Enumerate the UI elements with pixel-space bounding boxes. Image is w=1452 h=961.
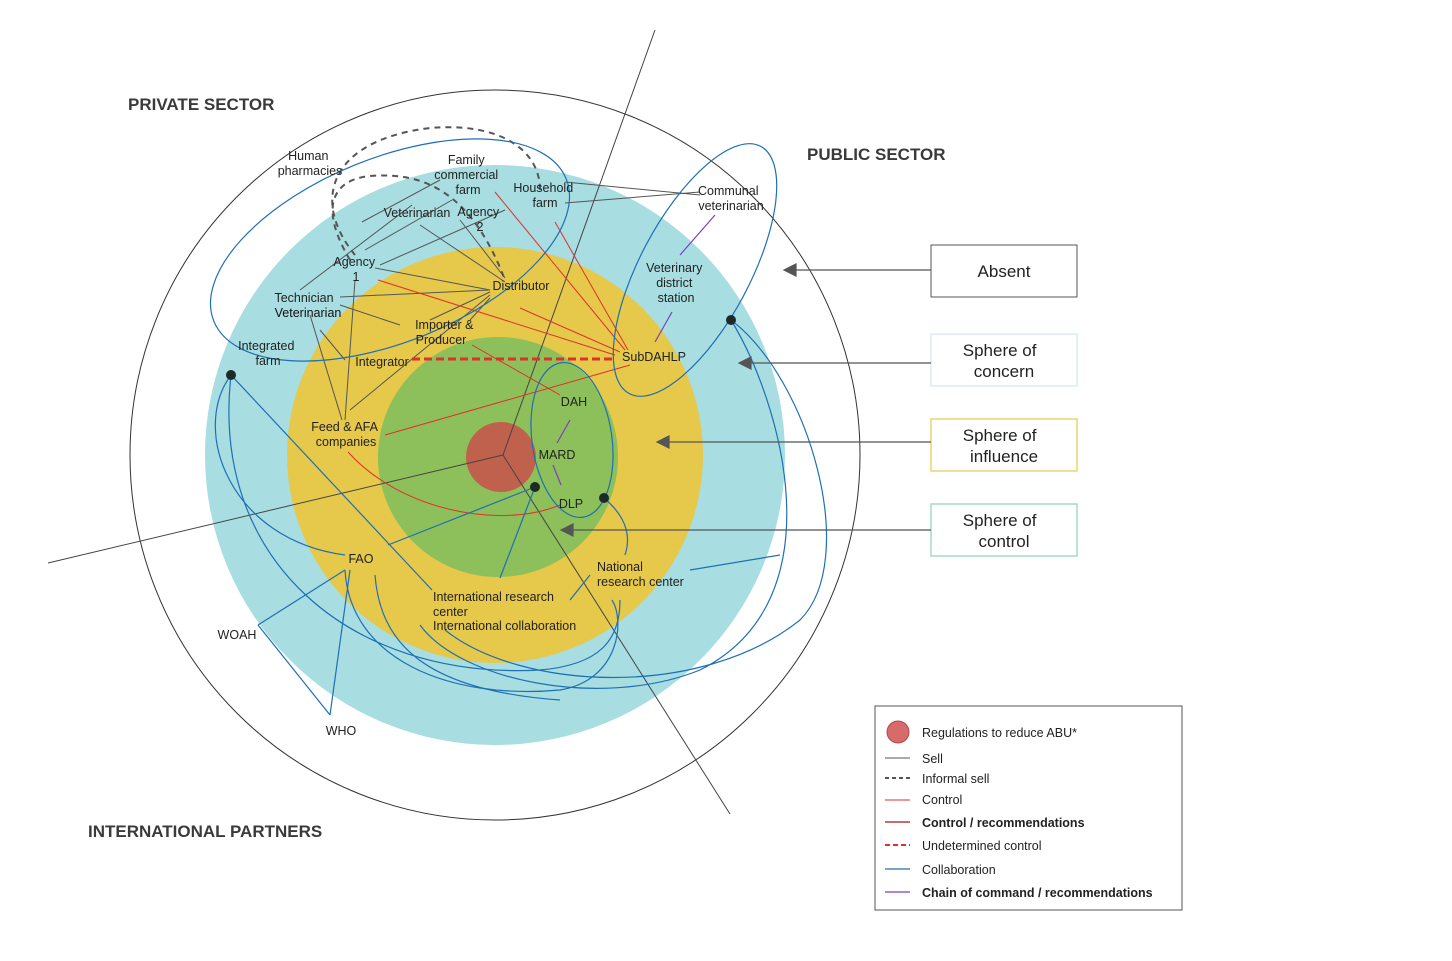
sphere-concern-label: Sphere of concern bbox=[963, 341, 1041, 381]
legend-undetermined-label: Undetermined control bbox=[922, 839, 1042, 853]
node-feed-afa-companies: Feed & AFA companies bbox=[311, 420, 381, 449]
node-national-research-center: National research center bbox=[597, 560, 684, 589]
sphere-concern-box bbox=[930, 333, 1078, 387]
public-sector-label: PUBLIC SECTOR bbox=[807, 145, 946, 164]
international-partners-label: INTERNATIONAL PARTNERS bbox=[88, 822, 322, 841]
divider-line-top bbox=[502, 29, 656, 456]
node-international-collaboration: International collaboration bbox=[433, 619, 576, 633]
node-subdahlp: SubDAHLP bbox=[622, 350, 686, 364]
sphere-arrows bbox=[559, 263, 931, 537]
legend-collab-label: Collaboration bbox=[922, 863, 996, 877]
informal-sell-loop-inner bbox=[331, 174, 506, 281]
legend-regulations-swatch bbox=[886, 720, 910, 744]
node-communal-veterinarian: Communal veterinarian bbox=[698, 184, 764, 213]
legend-regulations-label: Regulations to reduce ABU* bbox=[922, 726, 1077, 740]
node-dlp: DLP bbox=[559, 497, 583, 511]
collaboration-lines bbox=[209, 138, 828, 716]
divider-line-left bbox=[47, 454, 504, 564]
node-who: WHO bbox=[326, 724, 357, 738]
node-veterinarian-top: Veterinarian bbox=[384, 206, 451, 220]
sphere-control-box bbox=[930, 503, 1078, 557]
node-human-pharmacies: Human pharmacies bbox=[278, 149, 343, 178]
node-technician: Technician bbox=[274, 291, 333, 305]
absent-label: Absent bbox=[978, 262, 1031, 281]
node-dah: DAH bbox=[561, 395, 587, 409]
absent-box bbox=[930, 244, 1078, 298]
sphere-influence-label: Sphere of influence bbox=[963, 426, 1041, 466]
legend-box bbox=[874, 705, 1183, 911]
node-distributor: Distributor bbox=[493, 279, 550, 293]
node-integrated-farm: Integrated farm bbox=[238, 339, 298, 368]
legend-control-label: Control bbox=[922, 793, 962, 807]
node-mard: MARD bbox=[539, 448, 576, 462]
private-sector-label: PRIVATE SECTOR bbox=[128, 95, 274, 114]
sell-lines bbox=[299, 179, 701, 421]
legend-sell-label: Sell bbox=[922, 752, 943, 766]
sphere-influence-box bbox=[930, 418, 1078, 472]
sphere-control-label: Sphere of control bbox=[963, 511, 1041, 551]
legend-informal-label: Informal sell bbox=[922, 772, 989, 786]
outer-circle bbox=[129, 89, 861, 821]
command-lines bbox=[552, 214, 716, 486]
node-woah: WOAH bbox=[218, 628, 257, 642]
node-veterinary-district-station: Veterinary district station bbox=[646, 261, 706, 305]
node-household-farm: Household farm bbox=[513, 181, 576, 210]
node-importer-producer: Importer & Producer bbox=[415, 318, 477, 347]
node-veterinarian-left: Veterinarian bbox=[275, 306, 342, 320]
regulations-center bbox=[466, 422, 536, 492]
node-integrator: Integrator bbox=[355, 355, 409, 369]
node-agency-1: Agency 1 bbox=[333, 255, 378, 284]
node-family-commercial-farm: Family commercial farm bbox=[434, 153, 501, 197]
divider-line-bottom bbox=[502, 454, 731, 815]
legend-control-rec-label: Control / recommendations bbox=[922, 816, 1085, 830]
node-agency-2: Agency 2 bbox=[457, 205, 502, 234]
junction-dots bbox=[226, 315, 736, 503]
node-international-research-center: International research center bbox=[433, 590, 557, 619]
legend-command-label: Chain of command / recommendations bbox=[922, 886, 1153, 900]
node-fao: FAO bbox=[348, 552, 373, 566]
